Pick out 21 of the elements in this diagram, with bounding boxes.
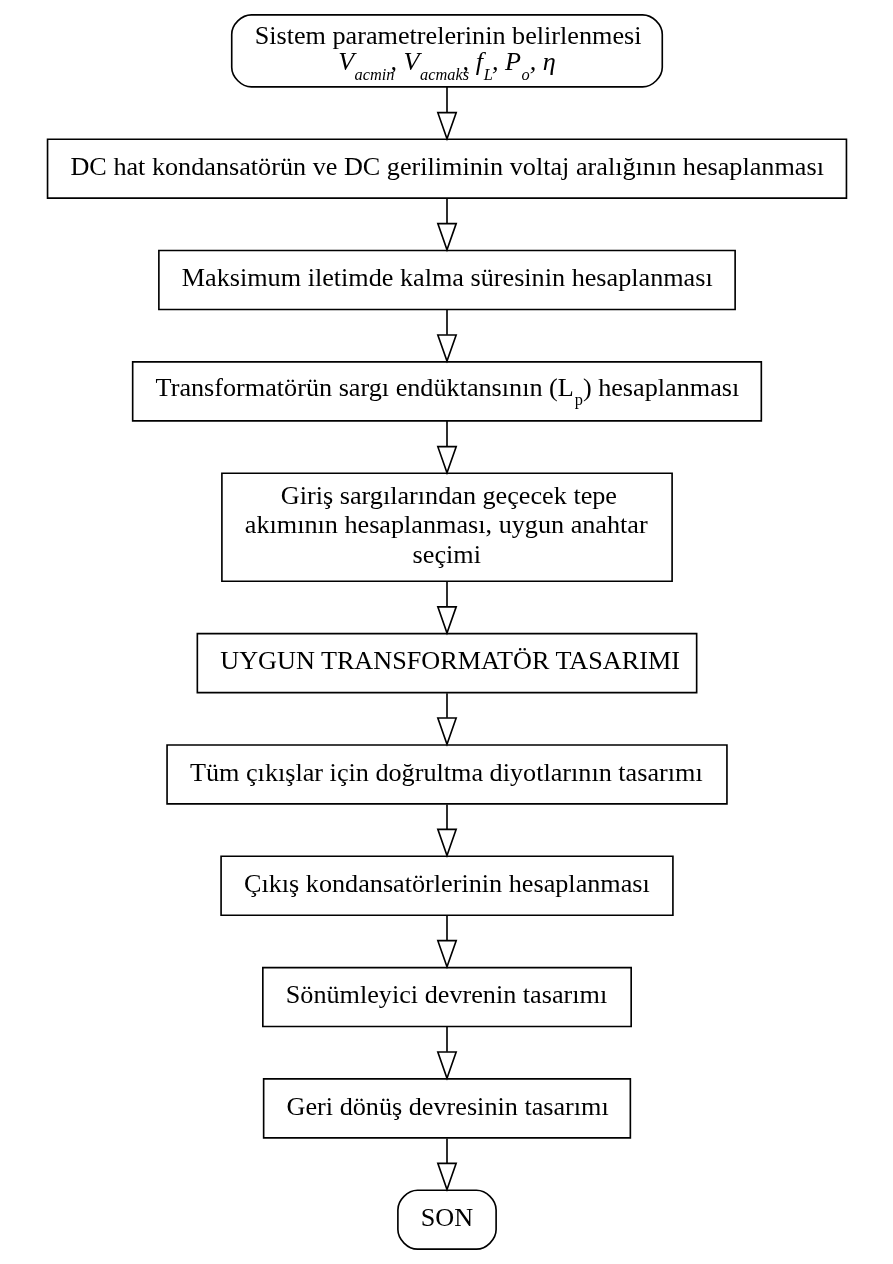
node-box: Çıkış kondansatörlerinin hesaplanması	[219, 855, 674, 917]
node-box: SON	[396, 1189, 497, 1250]
node-box: Maksimum iletimde kalma süresinin hesaplanması	[157, 249, 736, 311]
node-box: Transformatörün sargı endüktansının (L$_{p}$) hesaplanması	[131, 361, 762, 422]
node-box: Giriş sargılarından geçecek tepe akımının hesaplanması, uygun anahtar seçimi	[220, 472, 673, 583]
arrow	[436, 420, 457, 476]
arrow	[436, 914, 457, 970]
arrow	[436, 197, 457, 253]
arrow	[436, 580, 457, 636]
arrow	[436, 803, 457, 859]
node-box: UYGUN TRANSFORMATÖR TASARIMI	[196, 632, 697, 694]
arrow	[436, 309, 457, 364]
node-box: Tüm çıkışlar için doğrultma diyotlarının tasarımı	[165, 744, 728, 805]
node-box: Sönümleyici devrenin tasarımı	[261, 966, 632, 1028]
node-box: Geri dönüş devresinin tasarımı	[262, 1078, 631, 1139]
node-box: Sistem parametrelerinin belirlenmesi V$_{acmin}$, V$_{acmaks}$, f$_{L}$, P$_{o}$, η	[230, 14, 663, 88]
arrow	[436, 1026, 457, 1081]
arrow	[436, 692, 457, 747]
arrow	[436, 1137, 457, 1192]
node-box: DC hat kondansatörün ve DC geriliminin voltaj aralığının hesaplanması	[46, 138, 847, 199]
arrow	[436, 86, 457, 142]
